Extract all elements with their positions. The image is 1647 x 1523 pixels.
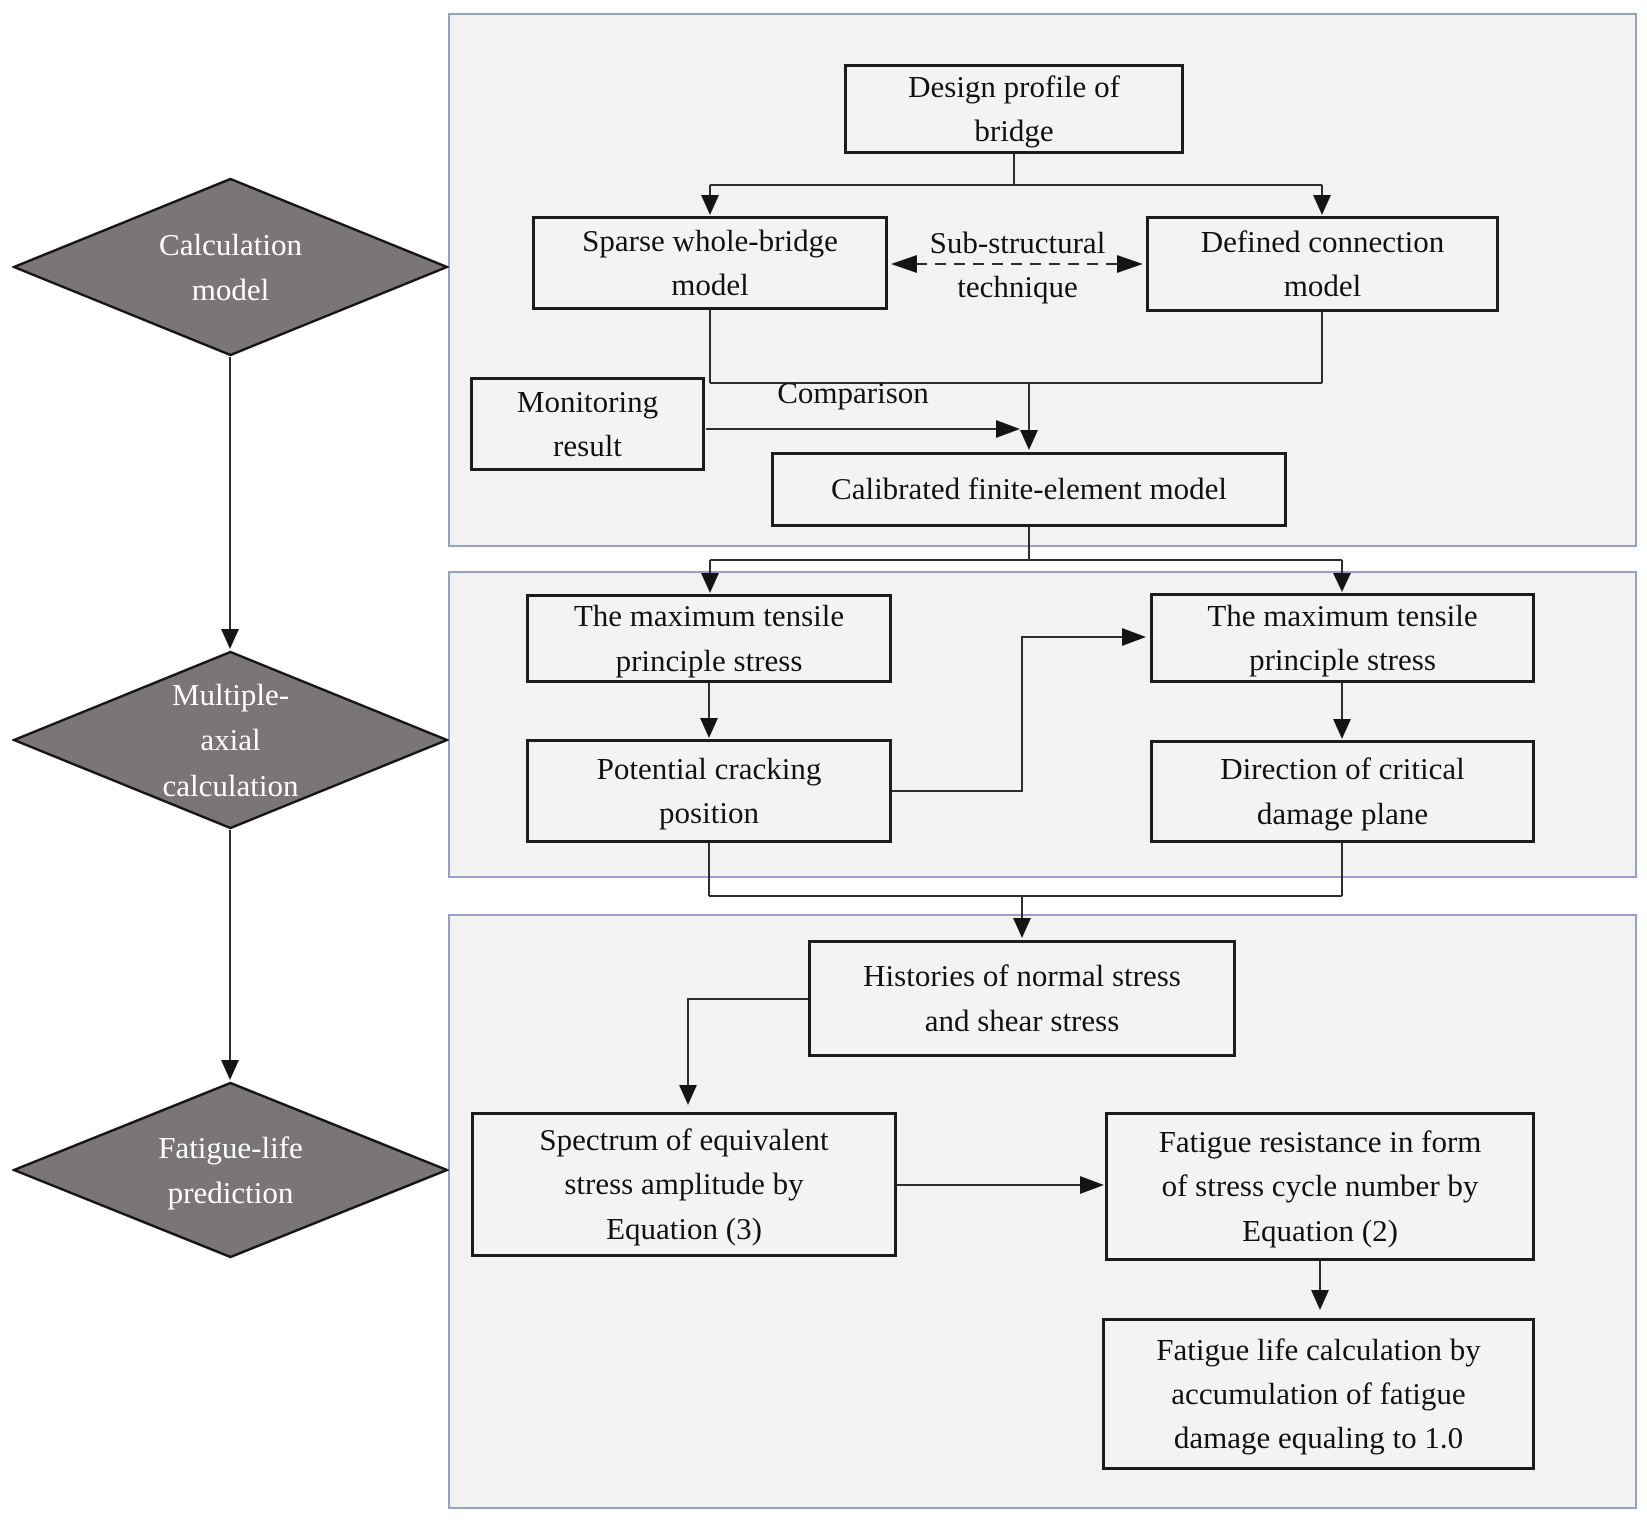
node-max-tensile-stress-left: The maximum tensile principle stress [526, 594, 892, 683]
diamond-shape [12, 177, 449, 357]
node-design-profile: Design profile of bridge [844, 64, 1184, 154]
node-stress-histories: Histories of normal stress and shear str… [808, 940, 1236, 1057]
node-defined-connection-model: Defined connection model [1146, 216, 1499, 312]
stage-label-multiple-axial: Multiple- axial calculation [162, 677, 299, 803]
node-potential-cracking-position: Potential cracking position [526, 739, 892, 843]
stage-label-fatigue-life: Fatigue-life prediction [158, 1129, 303, 1210]
node-fatigue-life-calculation: Fatigue life calculation by accumulation… [1102, 1318, 1535, 1470]
diamond-shape [12, 1081, 449, 1259]
node-max-tensile-stress-right: The maximum tensile principle stress [1150, 593, 1535, 683]
label-substructural-technique: Sub-structural technique [929, 225, 1106, 305]
node-fatigue-resistance: Fatigue resistance in form of stress cyc… [1105, 1112, 1535, 1261]
node-monitoring-result: Monitoring result [470, 377, 705, 471]
node-calibrated-fe-model: Calibrated finite-element model [771, 452, 1287, 527]
stage-diamond-fatigue-life: Fatigue-life prediction [12, 1081, 449, 1259]
stage-diamond-multiple-axial: Multiple- axial calculation [12, 650, 449, 830]
stage-diamond-calculation-model: Calculation model [12, 177, 449, 357]
node-sparse-whole-bridge-model: Sparse whole-bridge model [532, 216, 888, 310]
stage-label-calculation-model: Calculation model [159, 226, 302, 307]
label-comparison: Comparison [777, 375, 929, 410]
node-critical-damage-plane: Direction of critical damage plane [1150, 740, 1535, 843]
node-stress-spectrum: Spectrum of equivalent stress amplitude … [471, 1112, 897, 1257]
diamond-shape [12, 650, 449, 830]
